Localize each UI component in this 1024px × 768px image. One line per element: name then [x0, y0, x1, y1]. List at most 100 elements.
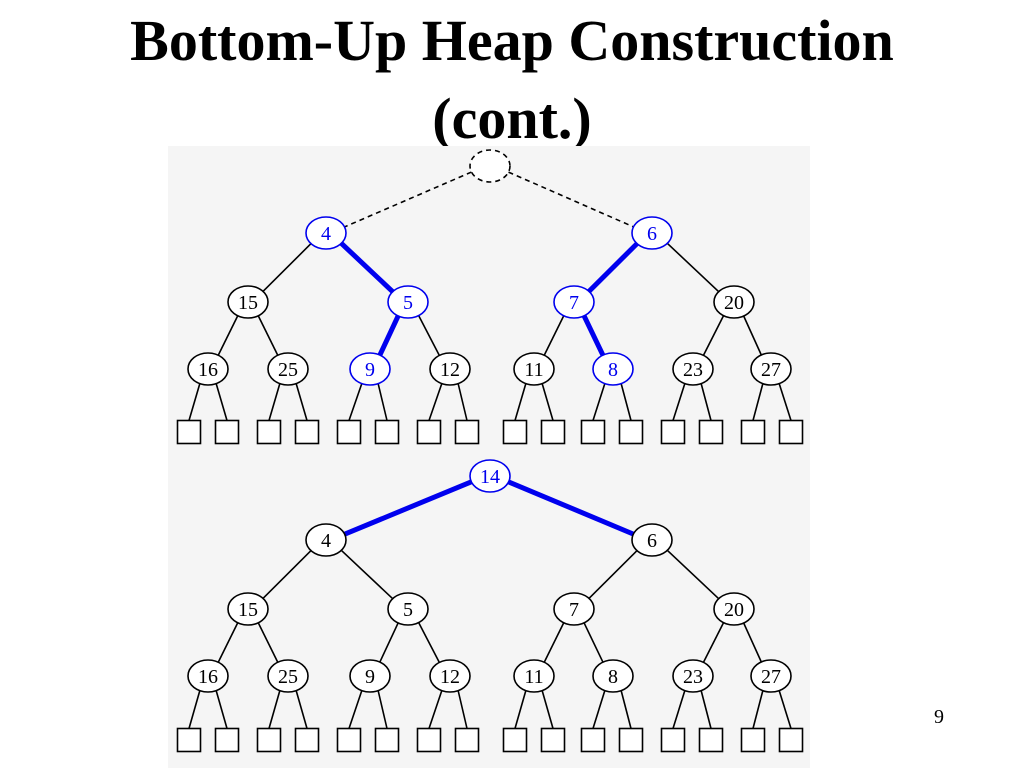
heap-node: [349, 659, 391, 693]
heap-node: [469, 459, 511, 493]
node-label: 6: [647, 223, 657, 245]
node-label: 20: [724, 599, 744, 621]
page-number: 9: [934, 706, 944, 728]
node-label: 23: [683, 666, 703, 688]
leaf-edge: [188, 382, 201, 421]
tree-edge: [417, 622, 441, 663]
node-label: 12: [440, 359, 460, 381]
external-leaf-box: [618, 727, 644, 753]
node-label: 16: [198, 359, 218, 381]
title-line-2: (cont.): [432, 86, 592, 151]
tree-edge: [379, 622, 399, 663]
tree-edge: [666, 242, 720, 293]
heap-node: [513, 352, 555, 386]
tree-edge: [702, 315, 725, 356]
external-leaf-box: [580, 419, 606, 445]
external-leaf-box: [416, 727, 442, 753]
leaf-edge: [672, 689, 686, 729]
external-leaf-box: [740, 727, 766, 753]
heap-node: [305, 523, 347, 557]
heap-node: [592, 659, 634, 693]
heap-node: [387, 285, 429, 319]
highlight-edge: [507, 479, 635, 537]
node-label: 23: [683, 359, 703, 381]
highlight-edge: [377, 314, 401, 357]
heap-node: [713, 285, 755, 319]
external-leaf-box: [502, 419, 528, 445]
heap-node: [592, 352, 634, 386]
heap-node: [267, 352, 309, 386]
node-label: 27: [761, 666, 781, 688]
tree-edge: [417, 315, 441, 356]
node-label: 25: [278, 666, 298, 688]
tree-edge: [262, 243, 312, 292]
heap-node: [750, 659, 792, 693]
node-label: 5: [403, 599, 413, 621]
external-leaf-box: [256, 419, 282, 445]
leaf-edge: [215, 382, 228, 421]
node-label: 9: [365, 359, 375, 381]
heap-node: [631, 216, 673, 250]
leaf-edge: [348, 382, 363, 421]
tree-edge: [543, 315, 565, 356]
leaf-edge: [348, 689, 363, 729]
external-leaf-box: [698, 419, 724, 445]
heap-node: [387, 592, 429, 626]
tree-edge: [217, 315, 239, 356]
heap-node: [227, 592, 269, 626]
tree-edge: [262, 550, 312, 599]
node-label: 8: [608, 359, 618, 381]
leaf-edge: [377, 382, 388, 421]
heap-node: [305, 216, 347, 250]
node-label: 4: [321, 530, 331, 552]
node-label: 7: [569, 292, 579, 314]
highlight-edge: [581, 314, 606, 357]
node-label: 4: [321, 223, 331, 245]
leaf-edge: [592, 689, 606, 729]
leaf-edge: [457, 689, 468, 729]
node-label: 20: [724, 292, 744, 314]
node-label: 6: [647, 530, 657, 552]
node-label: 14: [480, 466, 500, 488]
heap-node: [553, 285, 595, 319]
heap-node: [631, 523, 673, 557]
leaf-edge: [752, 689, 764, 729]
leaf-edge: [188, 689, 201, 729]
tree-edge: [742, 315, 763, 356]
heap-node: [187, 352, 229, 386]
highlight-edge: [339, 241, 395, 294]
external-leaf-box: [698, 727, 724, 753]
node-label: 25: [278, 359, 298, 381]
node-label: 12: [440, 666, 460, 688]
heap-node: [513, 659, 555, 693]
heap-node: [750, 352, 792, 386]
heap-node: [187, 659, 229, 693]
leaf-edge: [620, 382, 632, 421]
external-leaf-box: [176, 419, 202, 445]
node-label: 5: [403, 292, 413, 314]
external-leaf-box: [294, 419, 320, 445]
external-leaf-box: [778, 419, 804, 445]
leaf-edge: [752, 382, 764, 421]
tree-edge: [217, 622, 239, 663]
heap-node: [227, 285, 269, 319]
tree-edge: [702, 622, 725, 663]
node-label: 9: [365, 666, 375, 688]
external-leaf-box: [580, 727, 606, 753]
node-label: 7: [569, 599, 579, 621]
leaf-edge: [295, 382, 308, 421]
leaf-edge: [457, 382, 468, 421]
leaf-edge: [428, 689, 443, 729]
heap-node: [672, 659, 714, 693]
external-leaf-box: [454, 727, 480, 753]
heap-node: [267, 659, 309, 693]
title-line-1: Bottom-Up Heap Construction: [130, 8, 894, 73]
dashed-edge: [508, 171, 634, 228]
highlight-edge: [587, 241, 639, 294]
highlight-edge: [343, 479, 473, 537]
node-label: 15: [238, 292, 258, 314]
node-label: 15: [238, 599, 258, 621]
tree-edge: [583, 622, 604, 663]
heap-node: [672, 352, 714, 386]
external-leaf-box: [214, 419, 240, 445]
